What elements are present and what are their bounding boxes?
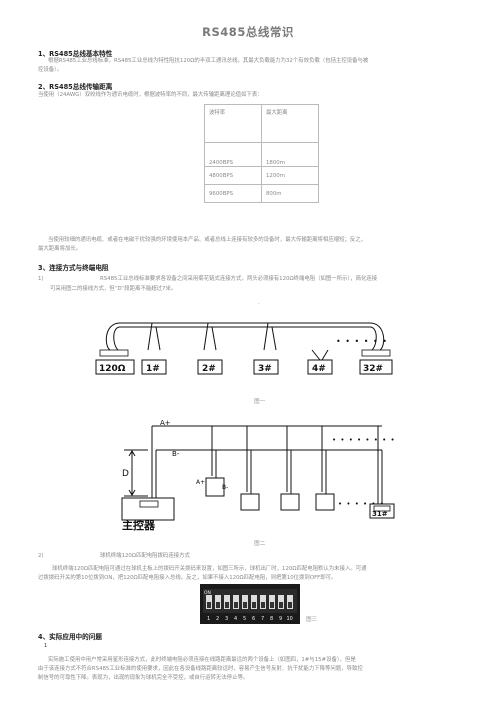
section-2-note-line-2: 最大距离将加长。 bbox=[38, 246, 82, 252]
section-2-intro: 当使用（24AWG）双绞线作为通讯电缆时，根据波特率的不同，最大传输距离理论值如… bbox=[38, 92, 263, 98]
item-number: 1 bbox=[44, 643, 48, 649]
node-box bbox=[95, 359, 135, 375]
item-2-text-line-1: 球机终端120Ω匹配电阻可通过在球机主板上的拨码开关拨码来设置，如图三所示，球机… bbox=[52, 566, 367, 572]
figure-2-caption: 图二 bbox=[254, 541, 266, 547]
table-cell: 1200m bbox=[261, 166, 319, 185]
section-2-note-line-1: 当使用较细的通讯电缆、或者在电磁干扰较强的环境使用本产品、或者总线上连接有较多的… bbox=[48, 237, 367, 243]
a-plus-label: A+ bbox=[160, 419, 171, 427]
section-4-heading: 4、实际应用中的问题 bbox=[38, 633, 102, 641]
figure-1-daisy-chain-diagram: 120Ω 1# 2# 3# 4# 32# • • • • • • bbox=[95, 322, 393, 375]
item-2-text-line-2: 过拨拨码开关的第10位拨到ON，把120Ω匹配电阻接入总线。反之，如果不接入12… bbox=[38, 575, 337, 581]
figure-3-caption: 图三 bbox=[306, 617, 318, 623]
b-minus-label: B- bbox=[172, 450, 180, 458]
dip-digit-label: 6 bbox=[252, 616, 255, 622]
resistor-label: 120Ω bbox=[99, 364, 126, 374]
section-4-text-line-1: 实际施工使用中用户常采用星形连接方式，此时终端电阻必须连接在线路距离最远的两个设… bbox=[48, 657, 356, 663]
dip-digit-label: 1 bbox=[207, 616, 210, 622]
dip-switch-knob bbox=[225, 602, 229, 608]
dip-switch-knob bbox=[288, 602, 292, 608]
dip-switch-knob bbox=[270, 602, 274, 608]
center-dot: · bbox=[258, 301, 260, 307]
controller-label: 主控器 bbox=[122, 518, 156, 532]
svg-text:• • • • • •: • • • • • • bbox=[338, 500, 385, 508]
figure-2-simplified-wiring-diagram: 主控器 A+ B- A+ B- D 31# • • • • • • • • • … bbox=[121, 419, 396, 532]
dip-switch-knob bbox=[234, 602, 238, 608]
section-1-heading: 1、RS485总线基本特性 bbox=[38, 50, 113, 58]
table-header-baud: 波特率 bbox=[204, 104, 262, 143]
node-box bbox=[253, 359, 279, 375]
section-3-heading: 3、连接方式与终端电阻 bbox=[38, 264, 109, 272]
dip-digit-label: 3 bbox=[225, 616, 228, 622]
dip-digit-label: 4 bbox=[234, 616, 237, 622]
dip-digit-label: 10 bbox=[287, 616, 293, 622]
dip-digit-label: 5 bbox=[243, 616, 246, 622]
table-cell: 1800m bbox=[261, 142, 319, 167]
dip-digit-label: 2 bbox=[216, 616, 219, 622]
b-minus-label-2: B- bbox=[222, 484, 228, 491]
on-label: ON bbox=[204, 590, 211, 596]
figure-1-caption: 图一 bbox=[254, 399, 266, 405]
item-2-title: 球机终端120Ω匹配电阻拨码连接方式 bbox=[100, 553, 190, 559]
d-label: D bbox=[122, 469, 129, 479]
node-label: 2# bbox=[202, 364, 216, 374]
section-1-text-line-1: 根据RS485工业总线标准，RS485工业总线为特性阻抗120Ω的半双工通讯总线… bbox=[48, 58, 369, 64]
dip-switch-knob bbox=[279, 602, 283, 608]
dip-switch-knob bbox=[252, 602, 256, 608]
svg-text:• • • • • •: • • • • • • bbox=[336, 337, 388, 346]
a-plus-label-2: A+ bbox=[196, 479, 205, 486]
dip-switch-knob bbox=[261, 602, 265, 608]
node-box bbox=[359, 359, 393, 375]
item-1-number: 1) bbox=[38, 276, 44, 282]
baud-rate-table: 波特率 最大距离 2400BPS 1800m 4800BPS 1200m 960… bbox=[204, 104, 319, 203]
table-cell: 2400BPS bbox=[204, 142, 262, 167]
table-cell: 800m bbox=[261, 184, 319, 203]
section-1-text-line-2: 控设备）。 bbox=[38, 67, 63, 73]
svg-text:• • • • • • • •: • • • • • • • • bbox=[332, 436, 396, 444]
section-4-text-line-3: 制信号的可靠性下降。表现为，出现的现象为球机完全不受控，或自行运转无法停止等。 bbox=[38, 675, 249, 681]
node-box bbox=[197, 359, 223, 375]
dip-digit-label: 9 bbox=[279, 616, 282, 622]
section-2-heading: 2、RS485总线传输距离 bbox=[38, 83, 113, 91]
node-label: 3# bbox=[258, 364, 272, 374]
dip-digit-label: 7 bbox=[261, 616, 264, 622]
node-box bbox=[141, 359, 167, 375]
table-cell: 9600BPS bbox=[204, 184, 262, 203]
item-2-number: 2) bbox=[38, 553, 44, 559]
node-label: 32# bbox=[363, 364, 383, 374]
dip-digit-label: 8 bbox=[270, 616, 273, 622]
node-label: 4# bbox=[312, 364, 326, 374]
dip-switch-knob bbox=[243, 602, 247, 608]
table-cell: 4800BPS bbox=[204, 166, 262, 185]
item-1-text-line-1: RS485工业总线标准要求各设备之间采用菊花链式连接方式，两头必须接有120Ω终… bbox=[100, 276, 378, 282]
document-title: RS485总线常识 bbox=[202, 25, 294, 39]
node-label: 1# bbox=[146, 364, 160, 374]
table-header-distance: 最大距离 bbox=[261, 104, 319, 143]
dip-switch-knob bbox=[207, 602, 211, 608]
dip-switch-knob bbox=[216, 602, 220, 608]
node-31-label: 31# bbox=[372, 510, 388, 518]
item-1-text-line-2: 可采用图二的接线方式，但“D”段距离不能超过7米。 bbox=[50, 286, 177, 292]
section-4-text-line-2: 由于该连接方式不符合RS485工业标准的使用要求，因此在各设备线路距离较远时，容… bbox=[38, 666, 363, 672]
